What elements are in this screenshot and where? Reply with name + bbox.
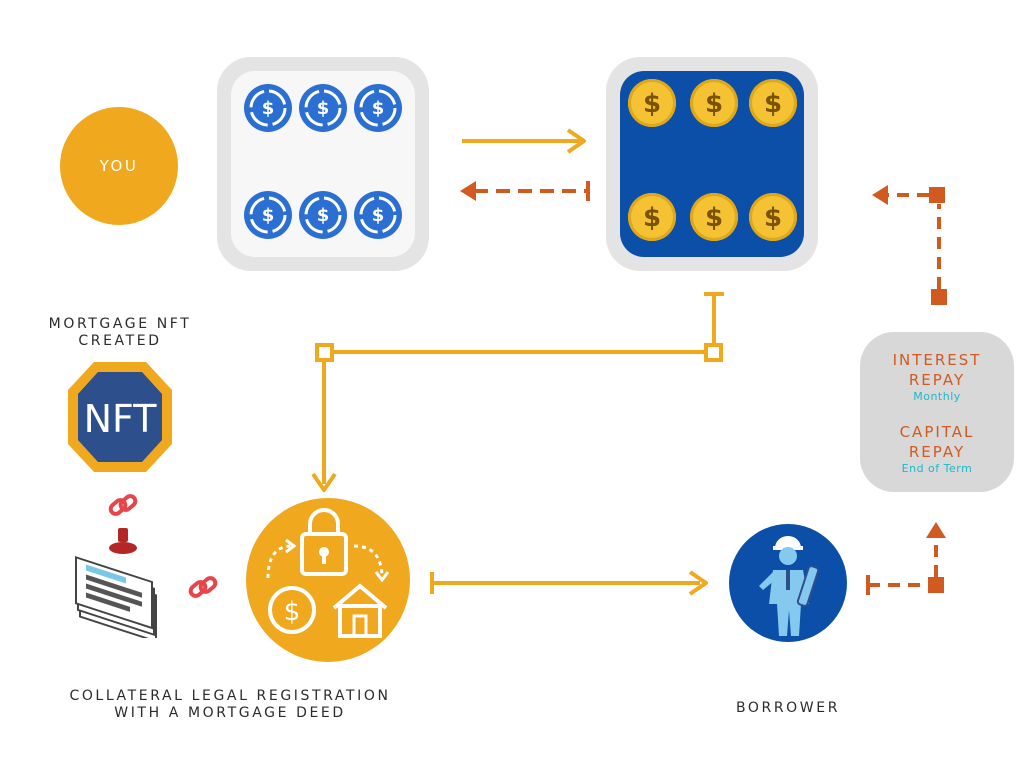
arrow-repay-to-fiat [872, 185, 947, 305]
capital-repay-timing: End of Term [901, 462, 973, 475]
dollar-coin-icon: $ [628, 193, 676, 241]
engineer-icon [759, 536, 820, 636]
usdc-coin-icon: $ [244, 191, 292, 239]
legal-registration-node: $ [246, 498, 410, 662]
usdc-coin-icon: $ [354, 191, 402, 239]
arrow-fiat-to-stablecoin [460, 181, 590, 201]
svg-text:$: $ [284, 597, 301, 627]
svg-text:$: $ [317, 98, 330, 119]
dollar-coin-icon: $ [690, 79, 738, 127]
collateral-caption-line1: COLLATERAL LEGAL REGISTRATION [69, 688, 391, 704]
arrow-stablecoin-to-fiat [462, 128, 586, 154]
arrow-borrower-to-repay [866, 522, 946, 595]
collateral-caption-line2: WITH A MORTGAGE DEED [114, 705, 346, 721]
svg-text:$: $ [764, 203, 782, 233]
usdc-coin-icon: $ [244, 84, 292, 132]
interest-repay-line1: INTEREST [892, 351, 982, 369]
stamped-deed-icon [75, 528, 157, 638]
nft-caption-line2: CREATED [78, 333, 162, 349]
chain-link-icon [188, 576, 218, 598]
dollar-coin-icon: $ [749, 193, 797, 241]
nft-badge-icon: NFT [68, 362, 172, 472]
svg-text:$: $ [262, 205, 275, 226]
borrower-node [729, 524, 847, 642]
dollar-coin-icon: $ [749, 79, 797, 127]
svg-text:$: $ [705, 203, 723, 233]
borrower-caption: BORROWER [735, 700, 841, 716]
you-label: YOU [99, 157, 139, 175]
nft-caption-line1: MORTGAGE NFT [48, 316, 192, 332]
usdc-coin-icon: $ [354, 84, 402, 132]
repayment-box: INTEREST REPAY Monthly CAPITAL REPAY End… [860, 332, 1014, 492]
interest-repay-line2: REPAY [908, 371, 966, 389]
chain-link-icon [108, 494, 138, 516]
capital-repay-line2: REPAY [908, 443, 966, 461]
usdc-coin-icon: $ [299, 191, 347, 239]
nft-badge-text: NFT [84, 397, 158, 441]
svg-text:$: $ [643, 89, 661, 119]
connector-fiat-to-legal [311, 292, 724, 492]
svg-text:$: $ [372, 205, 385, 226]
dollar-coin-icon: $ [690, 193, 738, 241]
stablecoin-pool: $ $ $ $ $ $ [217, 57, 429, 271]
svg-text:$: $ [317, 205, 330, 226]
usdc-coin-icon: $ [299, 84, 347, 132]
svg-text:$: $ [705, 89, 723, 119]
collateral-caption: COLLATERAL LEGAL REGISTRATION WITH A MOR… [60, 688, 400, 722]
fiat-pool: $ $ $ $ $ $ [606, 57, 818, 271]
svg-text:$: $ [764, 89, 782, 119]
svg-text:$: $ [643, 203, 661, 233]
interest-repay-frequency: Monthly [913, 390, 961, 403]
svg-text:$: $ [262, 98, 275, 119]
nft-caption: MORTGAGE NFT CREATED [40, 316, 200, 350]
svg-text:$: $ [372, 98, 385, 119]
dollar-coin-icon: $ [628, 79, 676, 127]
arrow-legal-to-borrower [430, 570, 708, 596]
capital-repay-line1: CAPITAL [899, 423, 975, 441]
you-node: YOU [60, 107, 178, 225]
lock-house-dollar-icon: $ [266, 508, 390, 638]
